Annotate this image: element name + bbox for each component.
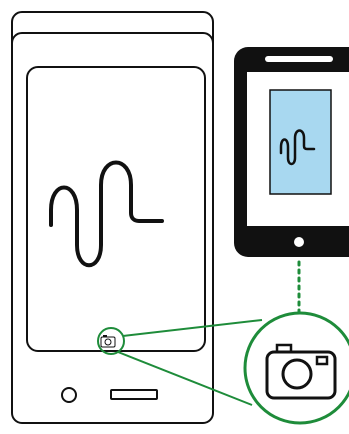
camera-callout [243,311,349,425]
phone-inner-screen [269,89,332,195]
callout-connector-top [122,319,263,337]
callout-camera-icon [265,343,337,400]
kiosk-speaker-slot [110,389,158,400]
kiosk-screen [26,66,206,352]
phone-speaker [265,56,333,62]
kiosk-camera-icon [100,335,116,348]
kiosk-home-button-icon [61,387,77,403]
phone-waveform-icon [279,129,316,166]
phone-home-button-icon [294,237,304,247]
kiosk-waveform-icon [49,160,164,267]
camera-highlight-ring [97,327,125,355]
kiosk-device [11,11,214,424]
phone [234,47,349,257]
callout-connector-bottom [117,351,253,406]
